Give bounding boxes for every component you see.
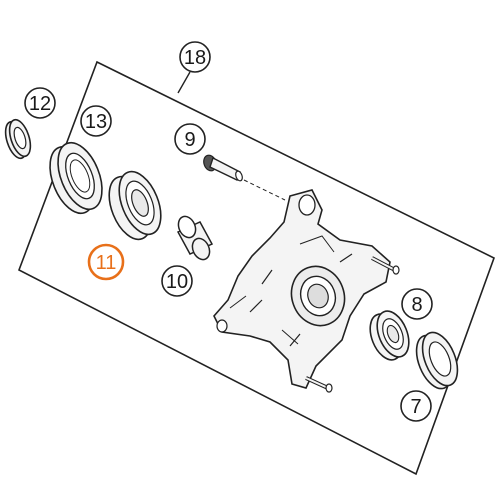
seal-right	[415, 331, 459, 390]
callout-13[interactable]: 13	[80, 105, 112, 137]
seal-left-small	[4, 118, 32, 160]
callout-11-label: 11	[96, 252, 117, 274]
callout-9[interactable]: 9	[174, 123, 206, 155]
callout-18-label: 18	[184, 47, 206, 69]
spacer-sleeve	[176, 215, 214, 261]
bearing-left	[108, 170, 162, 241]
callout-12-label: 12	[29, 93, 51, 115]
callout-8[interactable]: 8	[401, 288, 433, 320]
bolt	[203, 154, 286, 201]
callout-9-label: 9	[184, 129, 195, 151]
callout-7-label: 7	[410, 396, 421, 418]
assembly-frame	[18, 60, 495, 476]
callout-13-label: 13	[85, 111, 107, 133]
callout-11[interactable]: 11	[87, 243, 125, 281]
assembly-leader	[177, 71, 191, 94]
seal-left-large	[49, 141, 103, 215]
callout-10-label: 10	[166, 271, 188, 293]
callout-12[interactable]: 12	[24, 87, 56, 119]
callout-10[interactable]: 10	[161, 265, 193, 297]
callout-7[interactable]: 7	[400, 390, 432, 422]
callout-18[interactable]: 18	[179, 41, 211, 73]
callout-8-label: 8	[411, 294, 422, 316]
hub-carrier	[213, 189, 400, 393]
bearing-right	[369, 310, 410, 361]
